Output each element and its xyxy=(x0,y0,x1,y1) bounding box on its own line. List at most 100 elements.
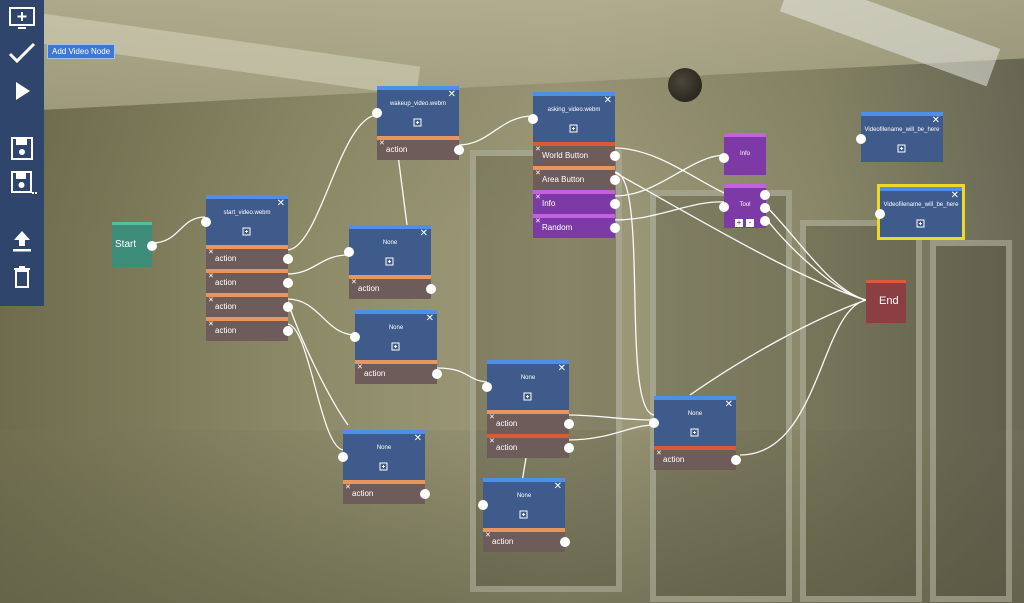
input-port[interactable] xyxy=(649,418,659,428)
output-port[interactable] xyxy=(760,216,770,226)
validate-button[interactable] xyxy=(6,38,38,68)
input-port[interactable] xyxy=(350,332,360,342)
remove-port-button[interactable]: - xyxy=(746,219,754,227)
output-port[interactable] xyxy=(283,254,293,264)
action-row[interactable]: ✕World Button xyxy=(533,142,620,166)
video-node-placeholder-selected[interactable]: ✕ Videofilename_will_be_here xyxy=(875,184,965,240)
output-port[interactable] xyxy=(283,326,293,336)
video-node-none[interactable]: ✕ None ✕action ✕action xyxy=(482,360,574,458)
video-node-start-video[interactable]: ✕ start_video.webm ✕action ✕action ✕acti… xyxy=(201,195,293,341)
output-port[interactable] xyxy=(760,203,770,213)
output-port[interactable] xyxy=(610,199,620,209)
add-media-icon[interactable] xyxy=(569,123,579,133)
output-port[interactable] xyxy=(564,443,574,453)
video-node-wakeup-video[interactable]: ✕ wakeup_video.webm ✕action xyxy=(372,86,464,160)
input-port[interactable] xyxy=(372,108,382,118)
end-node[interactable]: End xyxy=(866,280,906,323)
remove-icon[interactable]: ✕ xyxy=(357,364,363,371)
output-port[interactable] xyxy=(454,145,464,155)
input-port[interactable] xyxy=(344,247,354,257)
tool-node[interactable]: Tool + - xyxy=(719,184,770,228)
remove-icon[interactable]: ✕ xyxy=(208,297,214,304)
video-node-none[interactable]: ✕ None ✕action xyxy=(344,225,436,299)
close-icon[interactable]: ✕ xyxy=(413,433,422,444)
remove-icon[interactable]: ✕ xyxy=(345,484,351,491)
save-button[interactable] xyxy=(6,134,38,164)
close-icon[interactable]: ✕ xyxy=(603,95,612,106)
output-port[interactable] xyxy=(426,284,436,294)
remove-icon[interactable]: ✕ xyxy=(208,249,214,256)
add-media-icon[interactable] xyxy=(413,117,423,127)
add-video-node-button[interactable] xyxy=(6,4,38,34)
input-port[interactable] xyxy=(856,134,866,144)
remove-icon[interactable]: ✕ xyxy=(535,194,541,201)
video-node-none[interactable]: ✕ None ✕action xyxy=(478,478,570,552)
input-port[interactable] xyxy=(875,209,885,219)
action-row[interactable]: ✕Info xyxy=(533,190,620,214)
add-media-icon[interactable] xyxy=(897,143,907,153)
action-row[interactable]: ✕action xyxy=(487,410,574,434)
close-icon[interactable]: ✕ xyxy=(557,363,566,374)
remove-icon[interactable]: ✕ xyxy=(485,532,491,539)
remove-icon[interactable]: ✕ xyxy=(656,450,662,457)
output-port[interactable] xyxy=(283,278,293,288)
output-port[interactable] xyxy=(283,302,293,312)
info-node[interactable]: Info xyxy=(719,133,766,175)
action-row[interactable]: ✕action xyxy=(206,269,293,293)
action-row[interactable]: ✕Area Button xyxy=(533,166,620,190)
play-button[interactable] xyxy=(6,76,38,106)
add-media-icon[interactable] xyxy=(519,509,529,519)
add-media-icon[interactable] xyxy=(391,341,401,351)
action-row[interactable]: ✕action xyxy=(377,136,464,160)
close-icon[interactable]: ✕ xyxy=(950,190,959,201)
action-row[interactable]: ✕Random xyxy=(533,214,620,238)
action-row[interactable]: ✕action xyxy=(343,480,430,504)
input-port[interactable] xyxy=(719,202,729,212)
output-port[interactable] xyxy=(420,489,430,499)
action-row[interactable]: ✕action xyxy=(349,275,436,299)
close-icon[interactable]: ✕ xyxy=(724,399,733,410)
close-icon[interactable]: ✕ xyxy=(553,481,562,492)
remove-icon[interactable]: ✕ xyxy=(535,146,541,153)
output-port[interactable] xyxy=(432,369,442,379)
add-media-icon[interactable] xyxy=(379,461,389,471)
remove-icon[interactable]: ✕ xyxy=(489,438,495,445)
start-output-port[interactable] xyxy=(147,241,157,251)
output-port[interactable] xyxy=(610,223,620,233)
input-port[interactable] xyxy=(201,217,211,227)
add-media-icon[interactable] xyxy=(916,218,926,228)
action-row[interactable]: ✕action xyxy=(654,446,741,470)
upload-button[interactable] xyxy=(6,226,38,256)
video-node-none[interactable]: ✕ None ✕action xyxy=(338,430,430,504)
remove-icon[interactable]: ✕ xyxy=(535,170,541,177)
output-port[interactable] xyxy=(564,419,574,429)
video-node-none[interactable]: ✕ None ✕action xyxy=(649,396,741,470)
output-port[interactable] xyxy=(610,175,620,185)
start-node[interactable]: Start xyxy=(112,222,157,267)
video-node-placeholder[interactable]: ✕ Videofilename_will_be_here xyxy=(856,112,943,162)
remove-icon[interactable]: ✕ xyxy=(351,279,357,286)
remove-icon[interactable]: ✕ xyxy=(208,273,214,280)
close-icon[interactable]: ✕ xyxy=(425,313,434,324)
output-port[interactable] xyxy=(731,455,741,465)
video-node-none[interactable]: ✕ None ✕action xyxy=(350,310,442,384)
action-row[interactable]: ✕action xyxy=(206,293,293,317)
close-icon[interactable]: ✕ xyxy=(447,89,456,100)
remove-icon[interactable]: ✕ xyxy=(489,414,495,421)
video-node-asking-video[interactable]: ✕ asking_video.webm ✕World Button ✕Area … xyxy=(528,92,620,238)
remove-icon[interactable]: ✕ xyxy=(208,321,214,328)
output-port[interactable] xyxy=(760,190,770,200)
add-media-icon[interactable] xyxy=(385,256,395,266)
action-row[interactable]: ✕action xyxy=(487,434,574,458)
input-port[interactable] xyxy=(719,153,729,163)
add-media-icon[interactable] xyxy=(523,391,533,401)
action-row[interactable]: ✕action xyxy=(483,528,570,552)
remove-icon[interactable]: ✕ xyxy=(535,218,541,225)
delete-button[interactable] xyxy=(6,262,38,292)
close-icon[interactable]: ✕ xyxy=(276,198,285,209)
remove-icon[interactable]: ✕ xyxy=(379,140,385,147)
input-port[interactable] xyxy=(528,114,538,124)
output-port[interactable] xyxy=(560,537,570,547)
add-port-button[interactable]: + xyxy=(735,218,743,227)
